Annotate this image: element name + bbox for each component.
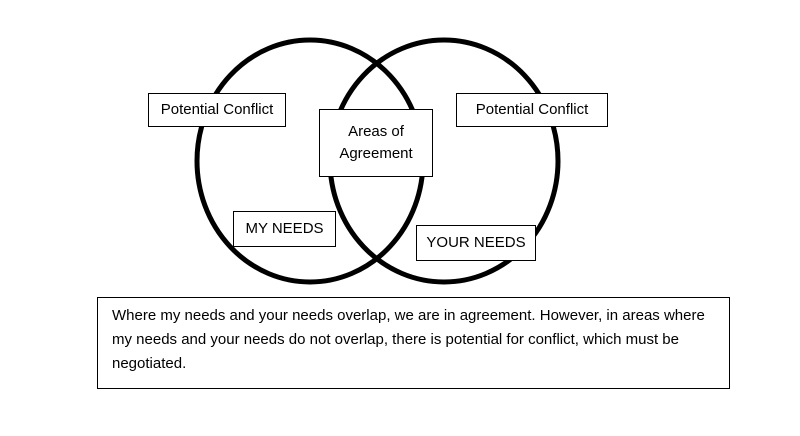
- your-needs-label: YOUR NEEDS: [416, 225, 536, 261]
- my-needs-label: MY NEEDS: [233, 211, 336, 247]
- left-potential-conflict-label: Potential Conflict: [148, 93, 286, 127]
- right-potential-conflict-label: Potential Conflict: [456, 93, 608, 127]
- areas-of-agreement-label: Areas of Agreement: [319, 109, 433, 177]
- caption-text-box: Where my needs and your needs overlap, w…: [97, 297, 730, 389]
